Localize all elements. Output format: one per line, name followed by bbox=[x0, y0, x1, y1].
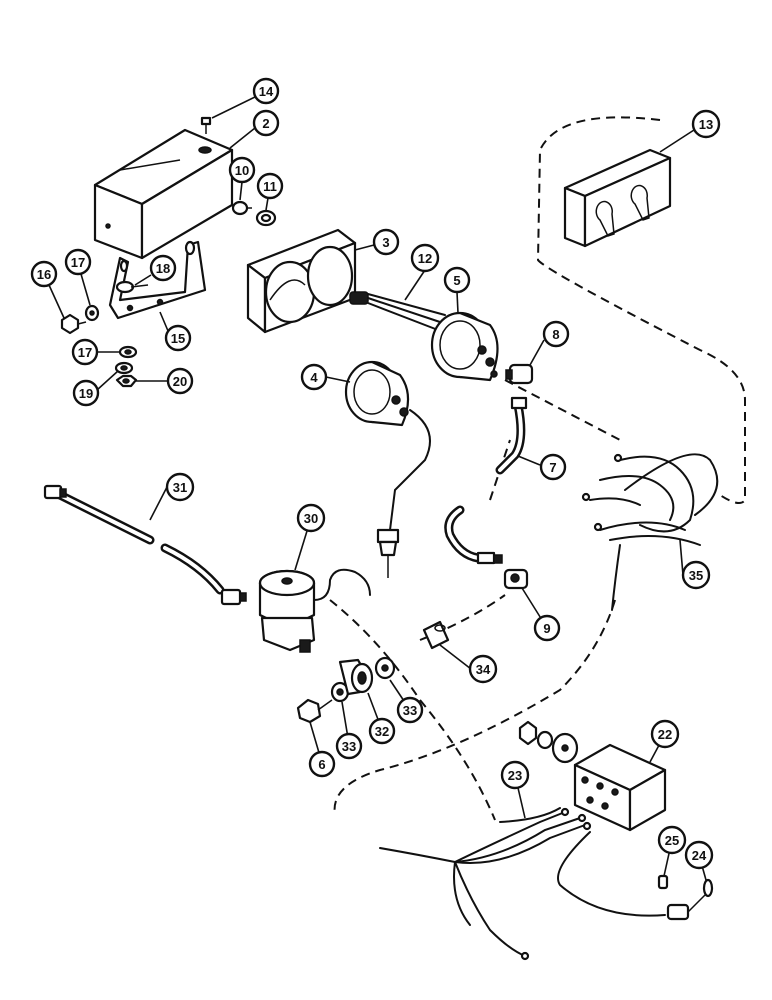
svg-text:9: 9 bbox=[543, 621, 550, 636]
part-15-bracket bbox=[108, 240, 207, 320]
part-16-bolt bbox=[60, 313, 87, 335]
svg-text:34: 34 bbox=[476, 662, 491, 677]
callout-15: 15 bbox=[164, 324, 192, 352]
svg-text:22: 22 bbox=[658, 727, 672, 742]
svg-text:33: 33 bbox=[403, 703, 417, 718]
part-19-lock-washer bbox=[114, 361, 134, 375]
svg-text:8: 8 bbox=[552, 327, 559, 342]
callout-17-lower: 17 bbox=[71, 338, 99, 366]
svg-text:12: 12 bbox=[418, 251, 432, 266]
callout-14: 14 bbox=[252, 77, 280, 105]
callout-3: 3 bbox=[372, 228, 400, 256]
callout-12: 12 bbox=[410, 243, 440, 273]
part-12-lamp-wires bbox=[349, 291, 446, 331]
svg-text:16: 16 bbox=[37, 267, 51, 282]
callout-23: 23 bbox=[500, 760, 530, 790]
svg-text:5: 5 bbox=[453, 273, 460, 288]
part-24-switch bbox=[666, 878, 714, 921]
part-22-relay-block bbox=[573, 743, 667, 832]
part-2-housing-box bbox=[93, 128, 234, 260]
callout-10: 10 bbox=[228, 156, 256, 184]
svg-text:35: 35 bbox=[689, 568, 703, 583]
part-4-gauge bbox=[344, 360, 410, 427]
callout-31: 31 bbox=[165, 472, 195, 502]
part-8-elbow-fitting bbox=[505, 363, 534, 385]
svg-text:31: 31 bbox=[173, 480, 187, 495]
svg-text:3: 3 bbox=[382, 235, 389, 250]
svg-text:25: 25 bbox=[665, 833, 679, 848]
svg-text:33: 33 bbox=[342, 739, 356, 754]
callout-20: 20 bbox=[166, 367, 194, 395]
callout-2: 2 bbox=[252, 109, 280, 137]
svg-text:15: 15 bbox=[171, 331, 185, 346]
callout-11: 11 bbox=[256, 172, 284, 200]
svg-text:4: 4 bbox=[310, 370, 318, 385]
svg-text:14: 14 bbox=[259, 84, 274, 99]
svg-text:20: 20 bbox=[173, 374, 187, 389]
part-6-bolt bbox=[296, 698, 333, 724]
callout-33-right: 33 bbox=[396, 696, 424, 724]
hardware-stack bbox=[518, 720, 579, 764]
callout-32: 32 bbox=[368, 717, 396, 745]
part-18-bolt bbox=[115, 280, 149, 294]
part-35-wiring-harness bbox=[581, 453, 719, 611]
callout-16: 16 bbox=[30, 260, 58, 288]
callout-34: 34 bbox=[468, 654, 498, 684]
callout-18: 18 bbox=[149, 254, 177, 282]
svg-text:7: 7 bbox=[549, 460, 556, 475]
callout-5: 5 bbox=[443, 266, 471, 294]
callout-30: 30 bbox=[296, 503, 326, 533]
part-33-washer-right bbox=[374, 656, 396, 680]
temperature-sender bbox=[376, 528, 400, 578]
dashed-connection-lines bbox=[536, 116, 746, 505]
part-25-fuse bbox=[657, 874, 669, 890]
callout-22: 22 bbox=[650, 719, 680, 749]
callout-25: 25 bbox=[657, 825, 687, 855]
svg-text:18: 18 bbox=[156, 261, 170, 276]
main-harness-lower bbox=[379, 807, 666, 961]
callout-8: 8 bbox=[542, 320, 570, 348]
part-17-washer-lower bbox=[118, 345, 138, 359]
svg-text:13: 13 bbox=[699, 117, 713, 132]
part-11-socket bbox=[255, 209, 277, 227]
part-20-nut bbox=[115, 374, 138, 388]
callout-13: 13 bbox=[691, 109, 721, 139]
part-17-washer-upper bbox=[84, 304, 100, 322]
part-14-screw bbox=[200, 116, 212, 134]
part-10-bulb bbox=[231, 200, 252, 216]
callout-7: 7 bbox=[539, 453, 567, 481]
part-3-gauge-panel bbox=[246, 228, 357, 334]
part-30-solenoid-valve bbox=[258, 568, 371, 653]
callout-4: 4 bbox=[300, 363, 328, 391]
part-34-adapter bbox=[422, 620, 450, 650]
sender-wire bbox=[389, 409, 431, 531]
svg-text:17: 17 bbox=[71, 255, 85, 270]
callout-24: 24 bbox=[684, 840, 714, 870]
part-31-fuel-hose bbox=[43, 484, 247, 606]
svg-text:6: 6 bbox=[318, 757, 325, 772]
svg-text:10: 10 bbox=[235, 163, 249, 178]
callout-19: 19 bbox=[72, 379, 100, 407]
svg-text:30: 30 bbox=[304, 511, 318, 526]
callout-6: 6 bbox=[308, 750, 336, 778]
part-13-gasket bbox=[563, 148, 672, 248]
svg-text:32: 32 bbox=[375, 724, 389, 739]
part-7-oil-line bbox=[444, 396, 528, 565]
svg-text:19: 19 bbox=[79, 386, 93, 401]
part-32-banjo-fitting bbox=[338, 658, 374, 696]
svg-text:24: 24 bbox=[692, 848, 707, 863]
svg-text:23: 23 bbox=[508, 768, 522, 783]
callout-33-left: 33 bbox=[335, 732, 363, 760]
svg-text:11: 11 bbox=[263, 179, 277, 194]
callout-35: 35 bbox=[681, 560, 711, 590]
svg-text:2: 2 bbox=[262, 116, 269, 131]
part-5-gauge bbox=[430, 311, 499, 382]
callout-9: 9 bbox=[533, 614, 561, 642]
svg-text:17: 17 bbox=[78, 345, 92, 360]
part-9-fitting bbox=[503, 568, 529, 590]
callout-17-upper: 17 bbox=[64, 248, 92, 276]
